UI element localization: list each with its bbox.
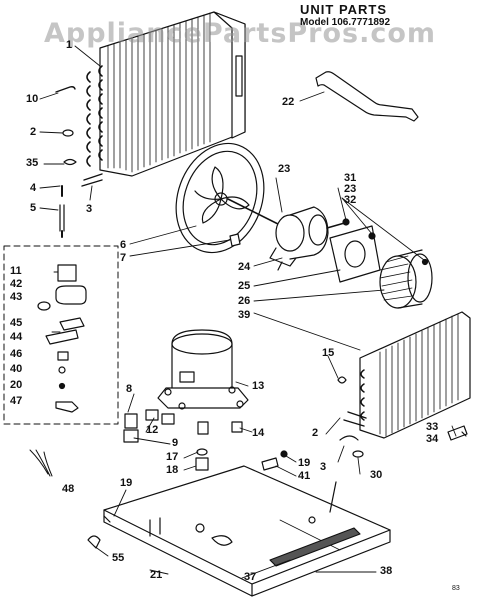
callout-3b: 3 [320, 461, 327, 473]
callout-43: 43 [10, 291, 23, 303]
callout-8: 8 [126, 383, 133, 395]
callout-24: 24 [238, 261, 251, 273]
callout-40: 40 [10, 363, 23, 375]
callout-10: 10 [26, 93, 39, 105]
callout-11: 11 [10, 265, 22, 277]
callout-6: 6 [120, 239, 127, 251]
callout-45: 45 [10, 317, 23, 329]
callout-47: 47 [10, 395, 23, 407]
callout-31: 31 [344, 172, 357, 184]
callout-39: 39 [238, 309, 251, 321]
callout-46: 46 [10, 348, 23, 360]
base-pan [103, 465, 391, 597]
callout-19b: 19 [298, 457, 311, 469]
page-code: 83 [452, 585, 460, 592]
callout-48: 48 [62, 483, 75, 495]
callout-2b: 2 [312, 427, 319, 439]
callout-18: 18 [166, 464, 179, 476]
callout-2: 2 [30, 126, 37, 138]
callout-7: 7 [120, 252, 127, 264]
model-number: Model 106.7771892 [300, 17, 391, 28]
fan-motor [269, 206, 349, 271]
callout-25: 25 [238, 280, 251, 292]
callout-37: 37 [244, 571, 257, 583]
callout-26: 26 [238, 295, 251, 307]
brace [315, 71, 419, 122]
fan-wheel [379, 249, 433, 309]
callout-3: 3 [86, 203, 93, 215]
callout-17: 17 [166, 451, 179, 463]
callout-23: 23 [278, 163, 291, 175]
condenser-coil [81, 11, 246, 187]
callout-41: 41 [298, 470, 311, 482]
callout-33: 33 [426, 421, 439, 433]
evaporator-coil [343, 311, 471, 439]
callout-38: 38 [380, 565, 393, 577]
callout-34: 34 [426, 433, 439, 445]
callout-5: 5 [30, 202, 37, 214]
diagram-title: UNIT PARTS [300, 2, 388, 17]
callout-55: 55 [112, 552, 125, 564]
callout-9: 9 [172, 437, 179, 449]
callout-21: 21 [150, 569, 163, 581]
watermark: AppliancePartsPros.com [44, 18, 437, 49]
callout-12: 12 [146, 424, 159, 436]
callout-35: 35 [26, 157, 39, 169]
callout-4: 4 [30, 182, 37, 194]
callout-1: 1 [66, 39, 73, 51]
electrical-components [37, 264, 87, 413]
callout-30: 30 [370, 469, 383, 481]
callout-42: 42 [10, 278, 23, 290]
callout-15: 15 [322, 347, 335, 359]
blower-wheel [175, 142, 283, 254]
callout-14: 14 [252, 427, 265, 439]
callout-44: 44 [10, 331, 23, 343]
callout-22: 22 [282, 96, 295, 108]
callout-13: 13 [252, 380, 265, 392]
callout-20: 20 [10, 379, 23, 391]
callout-32: 32 [344, 194, 357, 206]
callout-23b: 23 [344, 183, 357, 195]
callout-19: 19 [120, 477, 133, 489]
compressor [157, 329, 249, 410]
